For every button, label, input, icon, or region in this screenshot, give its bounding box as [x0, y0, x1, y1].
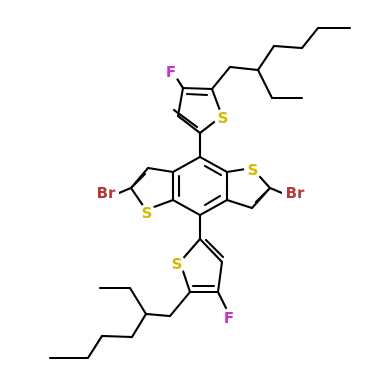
- benzene-ring: [171, 155, 229, 217]
- bromine-atom-left: Br: [93, 183, 119, 203]
- sulfur-atom-core-right: S: [244, 161, 262, 179]
- bottom-thiophene-ring: [178, 237, 225, 294]
- bromine-atom-right: Br: [282, 183, 308, 203]
- bottom-alkyl-chain: [48, 286, 192, 360]
- svg-text:S: S: [248, 161, 259, 179]
- atom-labels: F S S Br Br S S F: [93, 63, 308, 327]
- fluorine-atom-top: F: [162, 63, 180, 81]
- svg-text:S: S: [142, 204, 153, 222]
- left-cbr-bond: [117, 186, 133, 195]
- sulfur-atom-bottom-thiophene: S: [168, 255, 186, 273]
- svg-text:Br: Br: [97, 184, 116, 202]
- svg-text:S: S: [218, 109, 229, 127]
- svg-text:Br: Br: [286, 184, 305, 202]
- sulfur-atom-top-thiophene: S: [214, 109, 232, 127]
- svg-text:F: F: [166, 63, 176, 81]
- top-alkyl-chain: [210, 26, 352, 100]
- sulfur-atom-core-left: S: [138, 204, 156, 222]
- fluorine-atom-bottom: F: [220, 309, 238, 327]
- bottom-cf-bond: [216, 290, 228, 310]
- bond-skeleton: [48, 26, 352, 360]
- svg-text:F: F: [224, 309, 234, 327]
- top-thiophene-ring: [172, 86, 224, 135]
- right-cbr-bond: [268, 186, 284, 195]
- svg-text:S: S: [172, 255, 183, 273]
